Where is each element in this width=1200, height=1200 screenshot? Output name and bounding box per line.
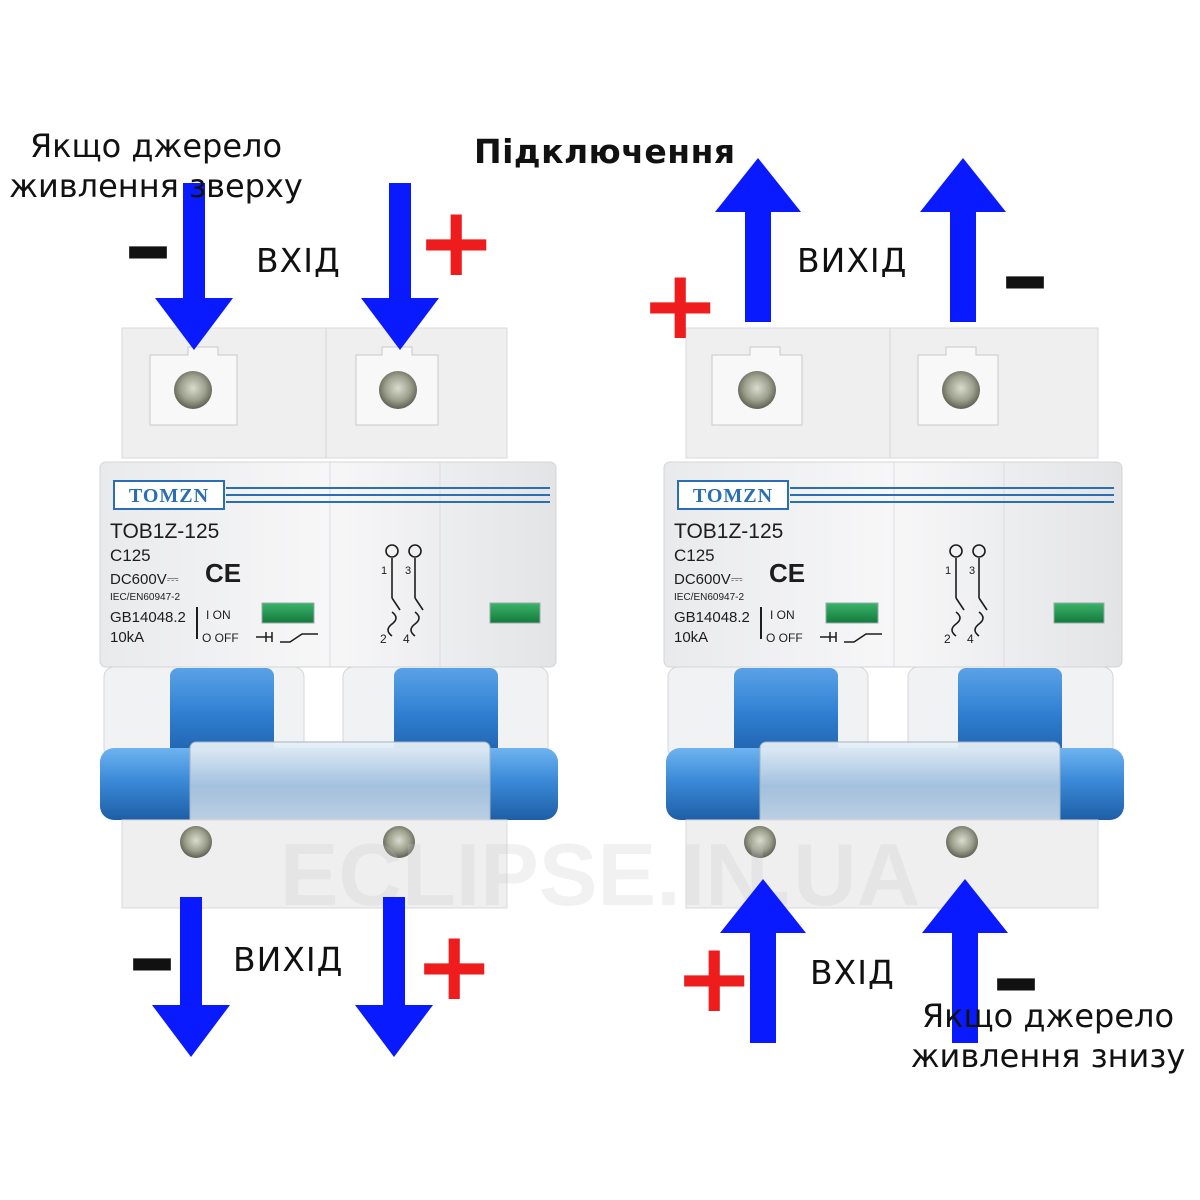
right-top-screw-1 <box>738 371 776 409</box>
left-bottom-plus-sign: + <box>414 910 495 1022</box>
right-rating: C125 <box>674 546 715 565</box>
right-toggle-handle-1 <box>734 668 838 760</box>
right-standard-1: IEC/EN60947-2 <box>674 592 744 603</box>
right-terminal-4: 4 <box>967 632 974 646</box>
left-breaker: TOMZN TOB1Z-125 C125 DC600V⎓ IEC/EN60947… <box>99 327 558 909</box>
right-bottom-minus-sign: – <box>992 922 1040 1034</box>
right-terminal-1: 1 <box>945 565 951 577</box>
right-terminal-2: 2 <box>944 632 951 646</box>
caption-top-line-2: живлення зверху <box>9 167 303 205</box>
diagram-title: Підключення <box>474 132 736 171</box>
right-bottom-arrow-up-1 <box>720 879 806 1043</box>
right-brand-logo: TOMZN <box>693 485 773 507</box>
caption-bottom-line-1: Якщо джерело <box>921 997 1175 1035</box>
left-top-screw-2 <box>379 371 417 409</box>
caption-bottom: Якщо джерело живлення знизу <box>900 996 1196 1076</box>
right-ce-mark: CE <box>769 558 805 588</box>
left-off-label: O OFF <box>202 631 239 645</box>
right-top-screw-2 <box>942 371 980 409</box>
left-status-window-2 <box>489 602 541 624</box>
right-bottom-arrow-up-2 <box>922 879 1008 1043</box>
right-terminal-3: 3 <box>969 565 975 577</box>
left-top-io-label: ВХІД <box>256 241 341 280</box>
left-toggle-handle-2 <box>394 668 498 760</box>
right-bottom-screw-1 <box>744 826 776 858</box>
right-brand-box <box>677 480 789 510</box>
left-bottom-screw-1 <box>180 826 212 858</box>
left-top-arrow-down-1 <box>155 183 233 350</box>
right-model: TOB1Z-125 <box>674 520 783 543</box>
left-top-arrow-down-2 <box>361 183 439 350</box>
left-bottom-screw-2 <box>383 826 415 858</box>
left-tie-bar-cover <box>189 741 491 831</box>
left-standard-1: IEC/EN60947-2 <box>110 592 180 603</box>
left-toggle-handle-1 <box>170 668 274 760</box>
left-status-window-1 <box>261 602 315 624</box>
caption-top: Якщо джерело живлення зверху <box>0 126 312 206</box>
left-brand-box <box>113 480 225 510</box>
left-top-minus-sign: – <box>124 190 172 302</box>
right-tie-bar-cover <box>759 741 1061 831</box>
left-bottom-arrow-down-1 <box>152 897 230 1057</box>
right-status-window-1 <box>825 602 879 624</box>
left-bottom-io-label: ВИХІД <box>233 940 344 979</box>
right-breaker: TOMZN TOB1Z-125 C125 DC600V⎓ IEC/EN60947… <box>663 327 1124 909</box>
left-on-label: I ON <box>206 608 231 622</box>
left-standard-2: GB14048.2 <box>110 609 186 626</box>
left-terminal-2: 2 <box>380 632 387 646</box>
left-top-screw-1 <box>174 371 212 409</box>
left-brand-logo: TOMZN <box>129 485 209 507</box>
right-bottom-plus-sign: + <box>674 922 755 1034</box>
left-breaking-capacity: 10kA <box>110 629 144 646</box>
right-status-window-2 <box>1053 602 1105 624</box>
right-top-arrow-up-1 <box>715 158 801 322</box>
left-model: TOB1Z-125 <box>110 520 219 543</box>
current-arrows <box>152 158 1008 1057</box>
left-terminal-3: 3 <box>405 565 411 577</box>
left-voltage: DC600V⎓ <box>110 571 179 588</box>
left-terminal-4: 4 <box>403 632 410 646</box>
left-ce-mark: CE <box>205 558 241 588</box>
left-bottom-minus-sign: – <box>128 902 176 1014</box>
left-circuit-schematic <box>385 544 424 637</box>
right-circuit-schematic <box>949 544 988 637</box>
right-top-plus-sign: + <box>640 249 721 361</box>
right-on-label: I ON <box>770 608 795 622</box>
left-top-plus-sign: + <box>416 186 497 298</box>
left-terminal-1: 1 <box>381 565 387 577</box>
right-top-arrow-up-2 <box>920 158 1006 322</box>
caption-bottom-line-2: живлення знизу <box>910 1037 1186 1075</box>
right-breaking-capacity: 10kA <box>674 629 708 646</box>
caption-top-line-1: Якщо джерело <box>29 127 283 165</box>
left-rating: C125 <box>110 546 151 565</box>
right-toggle-handle-2 <box>958 668 1062 760</box>
right-voltage: DC600V⎓ <box>674 571 743 588</box>
right-off-label: O OFF <box>766 631 803 645</box>
right-bottom-io-label: ВХІД <box>810 953 895 992</box>
right-top-minus-sign: – <box>1001 220 1049 332</box>
right-standard-2: GB14048.2 <box>674 609 750 626</box>
right-top-io-label: ВИХІД <box>797 241 908 280</box>
right-bottom-screw-2 <box>946 826 978 858</box>
watermark: ECLIPSE.IN.UA <box>280 825 921 924</box>
left-bottom-arrow-down-2 <box>355 897 433 1057</box>
